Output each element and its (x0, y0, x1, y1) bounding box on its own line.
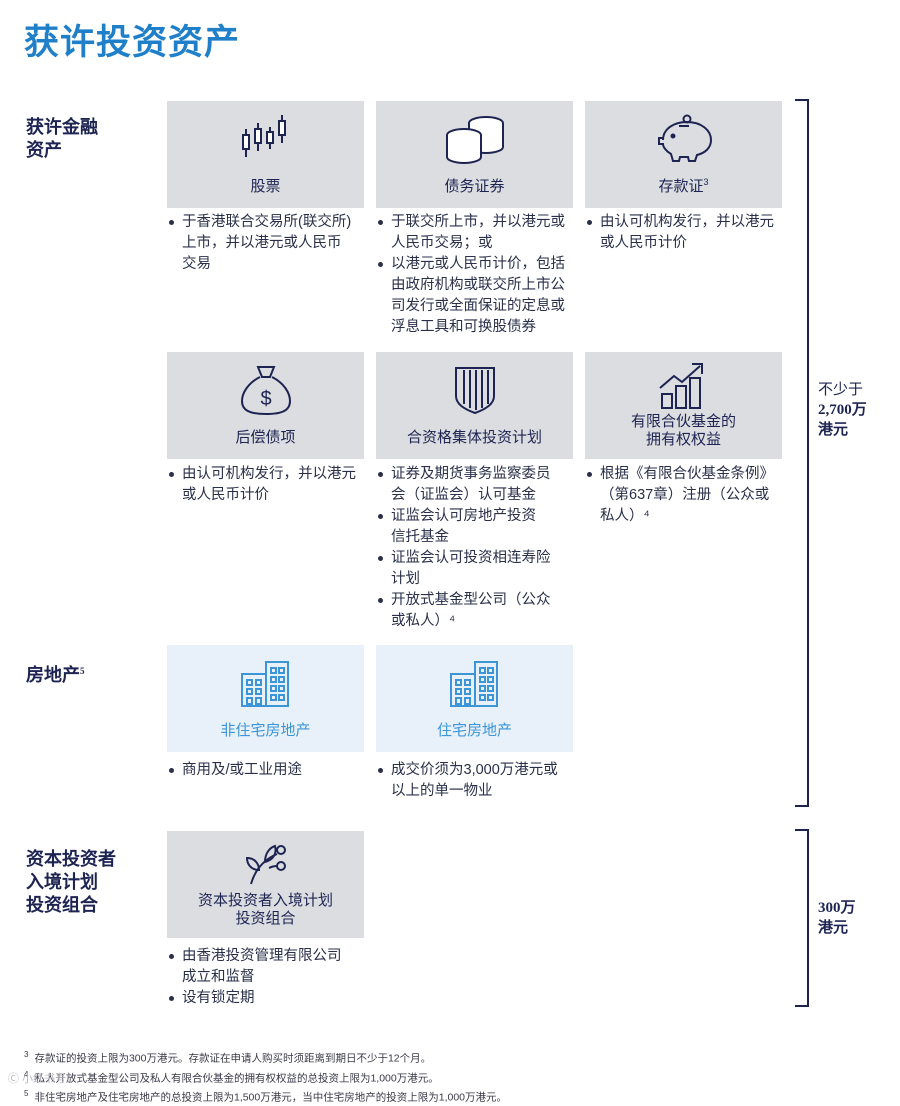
card-residential-property-label: 住宅房地产 (436, 722, 512, 739)
bullet-item: 根据《有限合伙基金条例》 （第637章）注册（公众或 私人）⁴ (586, 464, 791, 527)
bullet-item: 证券及期货事务监察委员 会（证监会）认可基金 (377, 464, 577, 506)
card-certificate-deposit: 存款证3 (585, 101, 782, 208)
card-limited-partnership: 有限合伙基金的 拥有权权益 (585, 352, 782, 459)
card-nonresidential-property-bullets: 商用及/或工业用途 (168, 760, 368, 781)
bullet-item: 商用及/或工业用途 (168, 760, 368, 781)
footnote-4-text: 私人开放式基金型公司及私人有限合伙基金的拥有权权益的总投资上限为1,000万港元… (34, 1072, 439, 1084)
candlestick-chart-icon (167, 111, 364, 167)
limit-upper-unit: 港元 (818, 422, 849, 438)
card-residential-property: 住宅房地产 (376, 645, 573, 752)
building-icon (167, 655, 364, 711)
card-debt-securities-bullets: 于联交所上市，并以港元或 人民币交易；或 以港元或人民币计价，包括 由政府机构或… (377, 212, 577, 338)
card-collective-investment: 合资格集体投资计划 (376, 352, 573, 459)
piggy-bank-icon (585, 111, 782, 167)
svg-text:$: $ (260, 388, 271, 410)
section-label-realestate: 房地产5 (26, 660, 85, 687)
card-limited-partnership-bullets: 根据《有限合伙基金条例》 （第637章）注册（公众或 私人）⁴ (586, 464, 791, 527)
card-stocks: 股票 (167, 101, 364, 208)
limit-lower-amount: 300万 (818, 900, 856, 916)
card-debt-securities: 债务证券 (376, 101, 573, 208)
bracket-upper (795, 99, 809, 807)
bullet-item: 证监会认可房地产投资 信托基金 (377, 506, 577, 548)
growth-chart-icon (585, 358, 782, 414)
footnote-3-num: 3 (24, 1050, 29, 1059)
card-subordinated-debt-label: 后偿债项 (235, 429, 296, 446)
card-stocks-label: 股票 (250, 178, 281, 195)
footnote-3-text: 存款证的投资上限为300万港元。存款证在申请人购买时须距离到期日不少于12个月。 (34, 1052, 432, 1065)
coin-stack-icon (376, 111, 573, 167)
card-certificate-deposit-sup: 3 (703, 177, 709, 187)
watermark: Ⓒ 小红书号： (8, 1073, 78, 1085)
bullet-item: 由认可机构发行，并以港元 或人民币计价 (168, 464, 368, 506)
section-label-financial-text: 获许金融 资产 (26, 117, 98, 160)
footnote-5: 5 非住宅房地产及住宅房地产的总投资上限为1,500万港元，当中住宅房地产的投资上… (24, 1086, 507, 1106)
section-label-portfolio-text: 资本投资者 入境计划 投资组合 (26, 849, 116, 915)
bracket-lower (795, 829, 809, 1007)
footnote-3: 3 存款证的投资上限为300万港元。存款证在申请人购买时须距离到期日不少于12个月… (24, 1047, 507, 1067)
card-debt-securities-label: 债务证券 (444, 178, 505, 195)
section-label-realestate-text: 房地产 (26, 665, 80, 685)
card-certificate-deposit-text: 存款证 (658, 178, 704, 195)
card-residential-property-bullets: 成交价须为3,000万港元或 以上的单一物业 (377, 760, 582, 802)
footnote-5-text: 非住宅房地产及住宅房地产的总投资上限为1,500万港元，当中住宅房地产的投资上限… (34, 1091, 508, 1104)
limit-upper-prefix: 不少于 (818, 381, 864, 398)
money-bag-icon: $ (167, 362, 364, 418)
bullet-item: 成交价须为3,000万港元或 以上的单一物业 (377, 760, 582, 802)
building-icon (376, 655, 573, 711)
card-cies-portfolio: 资本投资者入境计划 投资组合 (167, 831, 364, 938)
section-label-portfolio: 资本投资者 入境计划 投资组合 (26, 848, 116, 917)
section-label-realestate-sup: 5 (80, 666, 85, 676)
page-title: 获许投资资产 (24, 23, 241, 62)
footnotes: 3 存款证的投资上限为300万港元。存款证在申请人购买时须距离到期日不少于12个月… (24, 1047, 507, 1106)
card-subordinated-debt-bullets: 由认可机构发行，并以港元 或人民币计价 (168, 464, 368, 506)
card-cies-portfolio-label: 资本投资者入境计划 投资组合 (197, 892, 333, 927)
card-certificate-deposit-label: 存款证3 (589, 173, 778, 196)
card-nonresidential-property: 非住宅房地产 (167, 645, 364, 752)
bullet-item: 设有锁定期 (168, 988, 368, 1009)
bullet-item: 证监会认可投资相连寿险 计划 (377, 548, 577, 590)
bullet-item: 由香港投资管理有限公司 成立和监督 (168, 946, 368, 988)
card-nonresidential-property-label: 非住宅房地产 (220, 722, 311, 739)
card-collective-investment-bullets: 证券及期货事务监察委员 会（证监会）认可基金 证监会认可房地产投资 信托基金 证… (377, 464, 577, 632)
bullet-item: 开放式基金型公司（公众 或私人）⁴ (377, 590, 577, 632)
shield-icon (376, 362, 573, 418)
limit-lower-unit: 港元 (818, 920, 849, 936)
bullet-item: 以港元或人民币计价，包括 由政府机构或联交所上市公 司发行或全面保证的定息或 浮… (377, 254, 577, 338)
card-cies-portfolio-bullets: 由香港投资管理有限公司 成立和监督 设有锁定期 (168, 946, 368, 1009)
footnote-5-num: 5 (24, 1089, 29, 1098)
bullet-item: 于香港联合交易所(联交所) 上市，并以港元或人民币 交易 (168, 212, 368, 275)
bullet-item: 于联交所上市，并以港元或 人民币交易；或 (377, 212, 577, 254)
plant-icon (167, 837, 364, 893)
card-stocks-bullets: 于香港联合交易所(联交所) 上市，并以港元或人民币 交易 (168, 212, 368, 275)
card-subordinated-debt: $ 后偿债项 (167, 352, 364, 459)
card-certificate-deposit-bullets: 由认可机构发行，并以港元 或人民币计价 (586, 212, 786, 254)
bullet-item: 由认可机构发行，并以港元 或人民币计价 (586, 212, 786, 254)
footnote-4-num: 4 (24, 1069, 29, 1079)
limit-upper-amount: 2,700万 (818, 402, 867, 418)
limit-lower: 300万 港元 (818, 898, 856, 938)
card-collective-investment-label: 合资格集体投资计划 (406, 429, 542, 446)
card-limited-partnership-label: 有限合伙基金的 拥有权权益 (630, 413, 736, 448)
footnote-4: 4 私人开放式基金型公司及私人有限合伙基金的拥有权权益的总投资上限为1,000万港… (24, 1067, 507, 1087)
section-label-financial: 获许金融 资产 (26, 116, 98, 162)
limit-upper: 不少于 2,700万 港元 (818, 380, 867, 440)
